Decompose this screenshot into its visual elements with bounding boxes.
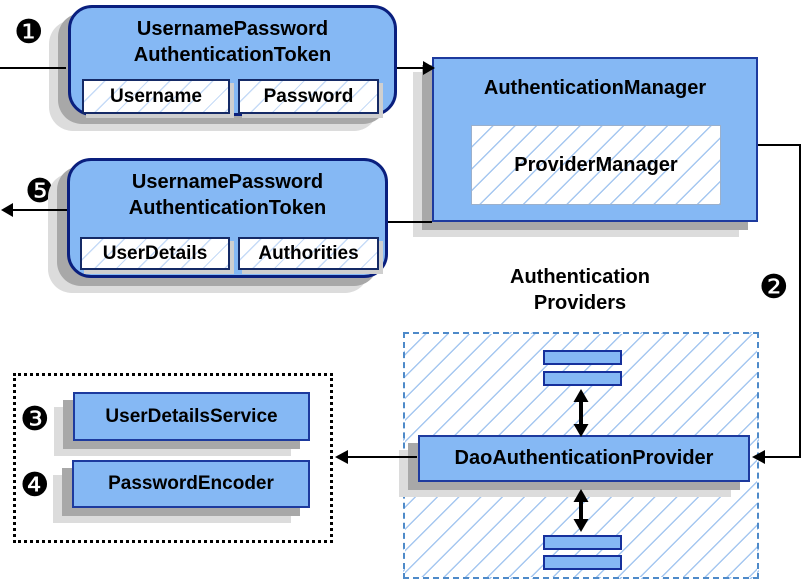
request-token-box: UsernamePassword AuthenticationToken Use… xyxy=(68,5,397,116)
result-token-title: UsernamePassword AuthenticationToken xyxy=(70,161,385,221)
step-4-badge: ❹ xyxy=(20,465,50,504)
password-encoder-box: PasswordEncoder xyxy=(72,460,310,508)
provider-item-bar xyxy=(543,371,622,386)
services-container xyxy=(13,373,333,543)
step-2-badge: ❷ xyxy=(759,267,789,306)
result-token-title-line2: AuthenticationToken xyxy=(128,197,327,219)
userdetails-field: UserDetails xyxy=(80,237,230,270)
username-field: Username xyxy=(82,79,230,114)
result-token-box: UsernamePassword AuthenticationToken Use… xyxy=(67,158,388,278)
password-field: Password xyxy=(238,79,379,114)
authentication-manager-title: AuthenticationManager xyxy=(483,77,707,99)
result-token-title-line1: UsernamePassword xyxy=(131,171,324,193)
dao-authentication-provider-box: DaoAuthenticationProvider xyxy=(418,435,750,482)
step-1-badge: ❶ xyxy=(14,12,44,51)
request-token-title-line1: UsernamePassword xyxy=(136,18,329,40)
providers-heading-line1: Authentication xyxy=(510,266,650,288)
provider-item-bar xyxy=(543,350,622,365)
request-token-title-line2: AuthenticationToken xyxy=(133,44,332,66)
step-3-badge: ❸ xyxy=(20,399,50,438)
provider-manager-panel: ProviderManager xyxy=(471,125,721,205)
providers-heading-line2: Providers xyxy=(533,292,627,314)
providers-heading: Authentication Providers xyxy=(455,264,705,316)
connector-request-to-manager arrow-right-icon xyxy=(397,61,435,75)
authorities-field: Authorities xyxy=(238,237,379,270)
authentication-manager-box: AuthenticationManager ProviderManager xyxy=(432,57,758,222)
provider-item-bar xyxy=(543,555,622,570)
step-5-badge: ❺ xyxy=(25,171,55,210)
user-details-service-box: UserDetailsService xyxy=(73,392,310,441)
request-token-title: UsernamePassword AuthenticationToken xyxy=(71,8,394,68)
provider-item-bar xyxy=(543,535,622,550)
